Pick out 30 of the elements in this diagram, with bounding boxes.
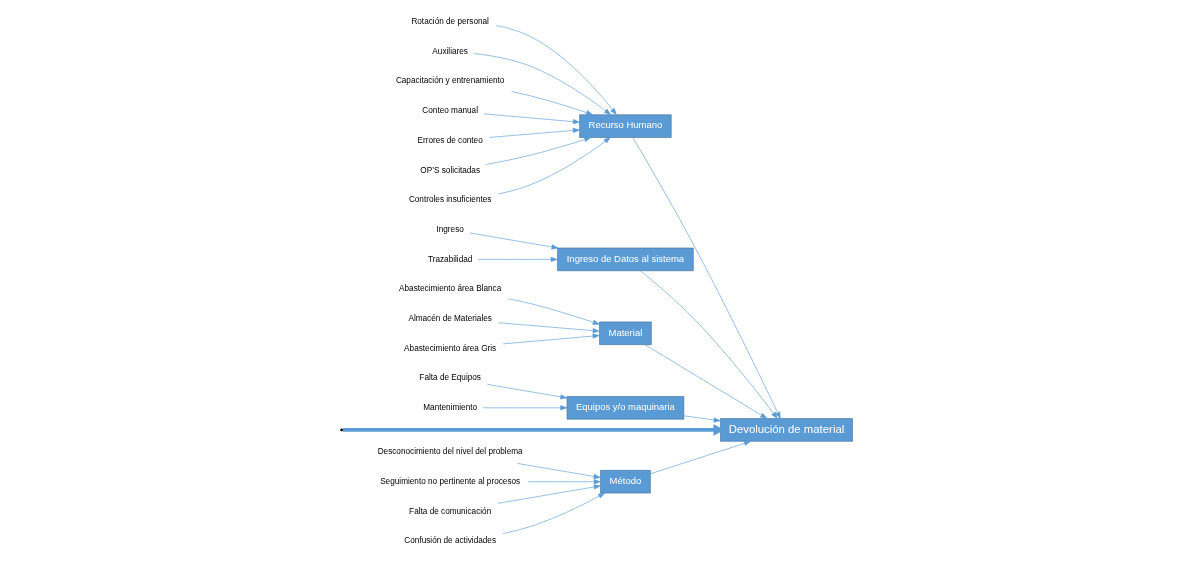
arrow [516, 463, 601, 479]
arrow [497, 322, 600, 334]
node-box: Material [598, 321, 652, 345]
arrow [639, 270, 778, 419]
arrow [342, 424, 724, 436]
arrow [483, 113, 580, 125]
arrow [495, 25, 617, 115]
arrow [510, 91, 593, 116]
node-box: Recurso Humano [578, 114, 672, 138]
arrow [502, 333, 600, 345]
node-box: Método [599, 470, 651, 494]
arrow [486, 384, 567, 400]
arrow [683, 415, 721, 423]
node-box: Devolución de material [719, 418, 853, 442]
arrow [468, 232, 558, 250]
node-box: Ingreso de Datos al sistema [556, 247, 694, 272]
arrow [644, 344, 767, 419]
arrow [473, 53, 611, 115]
arrow [482, 405, 567, 411]
arrow [507, 298, 600, 325]
arrow [632, 137, 781, 419]
node-box: Equipos y/o maquinaria [566, 396, 684, 420]
arrow [502, 492, 605, 534]
arrow [497, 484, 601, 504]
arrow [485, 137, 591, 165]
arrow [497, 137, 611, 195]
arrow [527, 479, 601, 485]
arrow [477, 256, 558, 262]
arrow [649, 440, 751, 475]
arrow [488, 127, 580, 138]
